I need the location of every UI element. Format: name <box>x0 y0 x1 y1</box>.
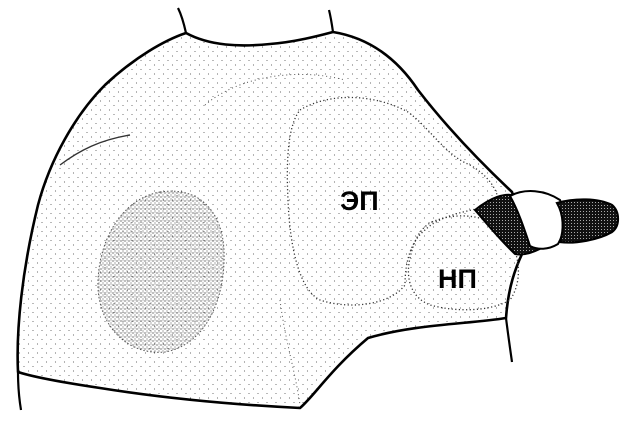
upper-region-label: ЭП <box>340 186 379 216</box>
appendage-tip <box>557 199 618 242</box>
bottom-right-stub <box>506 318 512 362</box>
left-spine <box>178 8 186 33</box>
right-spine <box>329 10 333 32</box>
bottom-left-stub <box>18 372 21 410</box>
body-outline <box>18 32 528 408</box>
lower-region-label: НП <box>438 264 477 294</box>
